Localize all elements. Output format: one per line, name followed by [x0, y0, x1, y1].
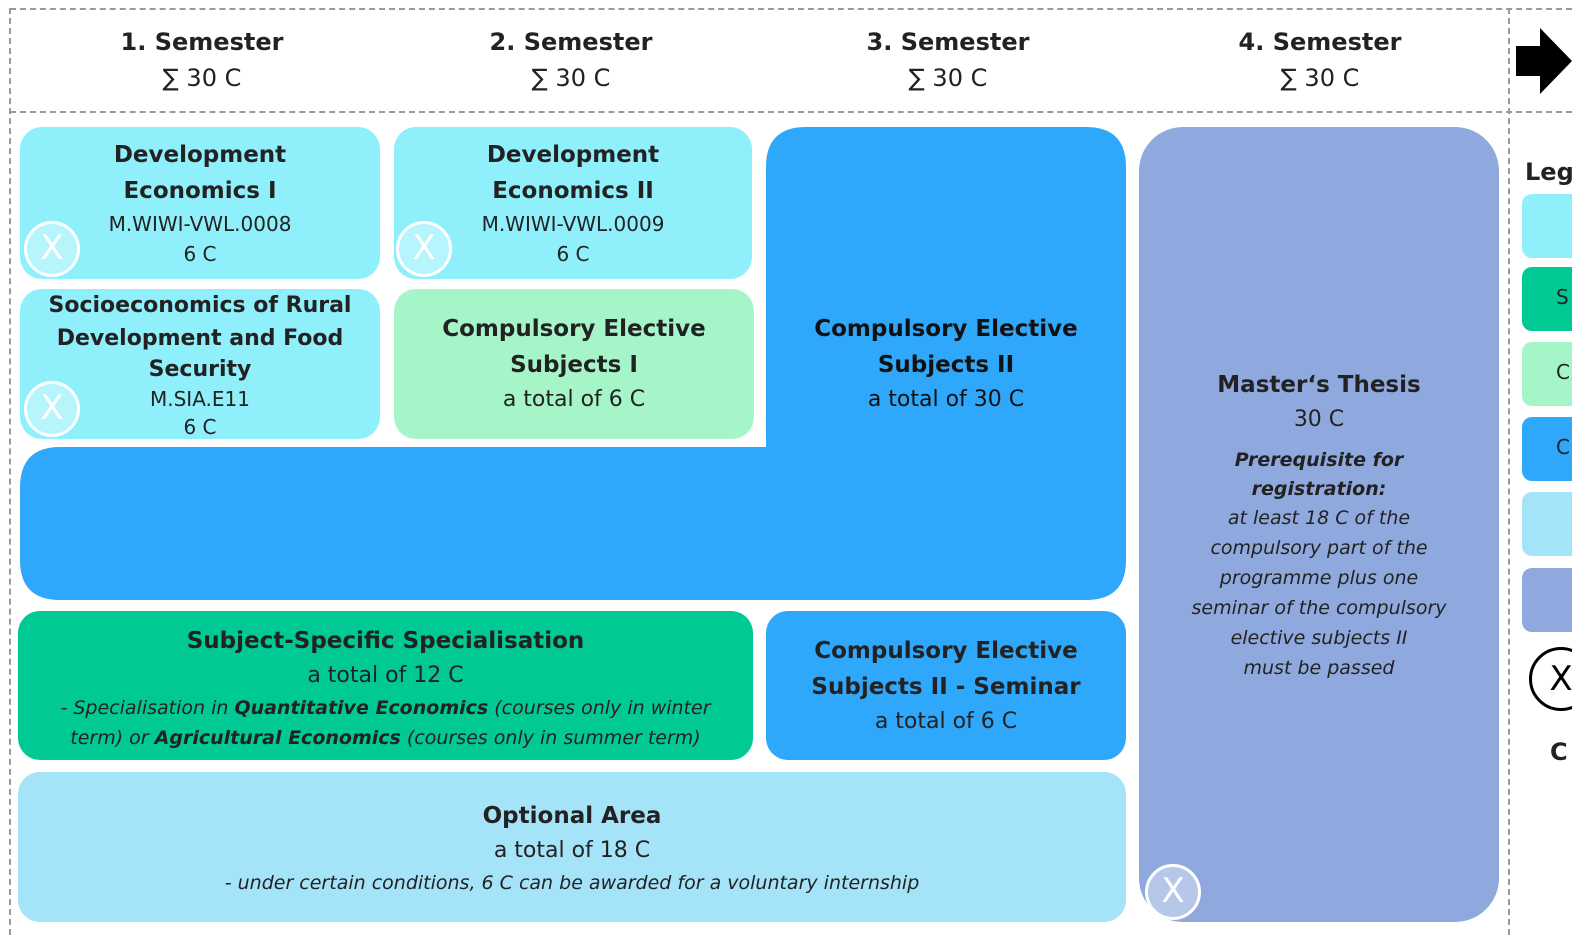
module-title: Development — [113, 142, 287, 168]
module-title: Subjects I — [510, 352, 638, 378]
legend-swatch-blue: C — [1522, 417, 1572, 481]
semester-title: 1. Semester — [120, 28, 284, 56]
exam-badge-icon: X — [24, 221, 80, 277]
note-emphasis: Agricultural Economics — [154, 727, 401, 749]
exam-badge-icon: X — [1145, 864, 1201, 920]
module-title: Development — [486, 142, 660, 168]
module-socioeconomics: Socioeconomics of Rural Development and … — [20, 289, 380, 439]
legend-swatch-pale-blue — [1522, 492, 1572, 556]
note-text: - Specialisation in — [60, 697, 235, 719]
semester-2-header: 2. Semester ∑ 30 C — [421, 24, 721, 96]
module-total: a total of 6 C — [502, 387, 646, 412]
thesis-prerequisite-text: elective subjects II — [1230, 627, 1408, 649]
exam-badge-icon: X — [24, 381, 80, 437]
note-emphasis: Quantitative Economics — [234, 697, 489, 719]
module-code: M.WIWI-VWL.0009 — [481, 212, 665, 236]
module-title: Socioeconomics of Rural — [48, 293, 352, 318]
arrow-right-icon — [1516, 28, 1572, 94]
thesis-prerequisite-text: compulsory part of the — [1210, 537, 1428, 559]
module-credits: 30 C — [1293, 407, 1345, 432]
semester-4-header: 4. Semester ∑ 30 C — [1170, 24, 1470, 96]
specialisation-note-line-2: term) or Agricultural Economics (courses… — [18, 723, 753, 753]
module-total: a total of 6 C — [874, 709, 1018, 734]
header-separator — [10, 111, 1572, 113]
module-credits: 6 C — [556, 242, 590, 266]
module-credits: 6 C — [183, 242, 217, 266]
module-total: a total of 30 C — [867, 387, 1025, 412]
module-masters-thesis: Master‘s Thesis 30 C Prerequisite for re… — [1139, 127, 1499, 922]
semester-credits: ∑ 30 C — [1280, 64, 1360, 92]
legend-swatch-mint: C — [1522, 342, 1572, 406]
thesis-prerequisite-heading: registration: — [1251, 478, 1387, 500]
legend-swatch-green: S — [1522, 267, 1572, 331]
legend-swatch-lavender — [1522, 568, 1572, 632]
module-development-economics-2: Development Economics II M.WIWI-VWL.0009… — [394, 127, 752, 279]
module-compulsory-elective-2: Compulsory Elective Subjects II a total … — [766, 311, 1126, 417]
legend-badge-label: C — [1550, 738, 1568, 766]
thesis-prerequisite-text: must be passed — [1243, 657, 1395, 679]
thesis-prerequisite-text: programme plus one — [1219, 567, 1419, 589]
module-total: a total of 12 C — [307, 663, 464, 688]
thesis-prerequisite-text: seminar of the compulsory — [1191, 597, 1447, 619]
module-credits: 6 C — [183, 415, 217, 439]
thesis-prerequisite-text: at least 18 C of the — [1227, 507, 1411, 529]
semester-1-header: 1. Semester ∑ 30 C — [52, 24, 352, 96]
semester-credits: ∑ 30 C — [908, 64, 988, 92]
module-title: Compulsory Elective — [814, 638, 1078, 664]
module-compulsory-elective-1: Compulsory Elective Subjects I a total o… — [394, 289, 754, 439]
module-title: Subjects II — [877, 352, 1015, 378]
note-text: (courses only in summer term) — [400, 727, 701, 749]
module-title: Subjects II - Seminar — [811, 674, 1081, 700]
module-code: M.WIWI-VWL.0008 — [108, 212, 292, 236]
semester-3-header: 3. Semester ∑ 30 C — [798, 24, 1098, 96]
module-title: Security — [148, 357, 252, 382]
module-title: Subject-Specific Specialisation — [186, 628, 585, 654]
module-title: Economics II — [492, 178, 654, 204]
thesis-prerequisite-heading: Prerequisite for — [1234, 449, 1404, 471]
module-development-economics-1: Development Economics I M.WIWI-VWL.0008 … — [20, 127, 380, 279]
module-title: Compulsory Elective — [814, 316, 1078, 342]
exam-badge-icon: X — [396, 221, 452, 277]
legend-title: Leg — [1525, 158, 1572, 186]
legend-label: C — [1556, 360, 1570, 384]
semester-title: 4. Semester — [1238, 28, 1402, 56]
optional-area-note: - under certain conditions, 6 C can be a… — [224, 872, 920, 894]
top-border — [10, 8, 1572, 10]
module-title: Master‘s Thesis — [1217, 372, 1421, 398]
legend-exam-badge-icon: X — [1529, 647, 1572, 711]
specialisation-note-line-1: - Specialisation in Quantitative Economi… — [18, 693, 753, 723]
module-title: Compulsory Elective — [442, 316, 706, 342]
note-text: term) or — [70, 727, 155, 749]
legend-label: C — [1556, 435, 1570, 459]
semester-credits: ∑ 30 C — [162, 64, 242, 92]
legend-swatch-light-cyan — [1522, 194, 1572, 258]
module-title: Economics I — [123, 178, 277, 204]
semester-title: 3. Semester — [866, 28, 1030, 56]
note-text: (courses only in winter — [488, 697, 711, 719]
right-divider — [1508, 8, 1510, 935]
module-title: Development and Food — [56, 326, 344, 351]
module-compulsory-elective-2-seminar: Compulsory Elective Subjects II - Semina… — [766, 611, 1126, 760]
semester-title: 2. Semester — [489, 28, 653, 56]
module-title: Optional Area — [482, 803, 662, 829]
left-border — [9, 8, 11, 935]
module-subject-specific-specialisation: Subject-Specific Specialisation a total … — [18, 611, 753, 760]
legend-label: S — [1556, 285, 1569, 309]
module-code: M.SIA.E11 — [150, 387, 250, 411]
semester-credits: ∑ 30 C — [531, 64, 611, 92]
module-total: a total of 18 C — [493, 838, 651, 863]
module-optional-area: Optional Area a total of 18 C - under ce… — [18, 772, 1126, 922]
